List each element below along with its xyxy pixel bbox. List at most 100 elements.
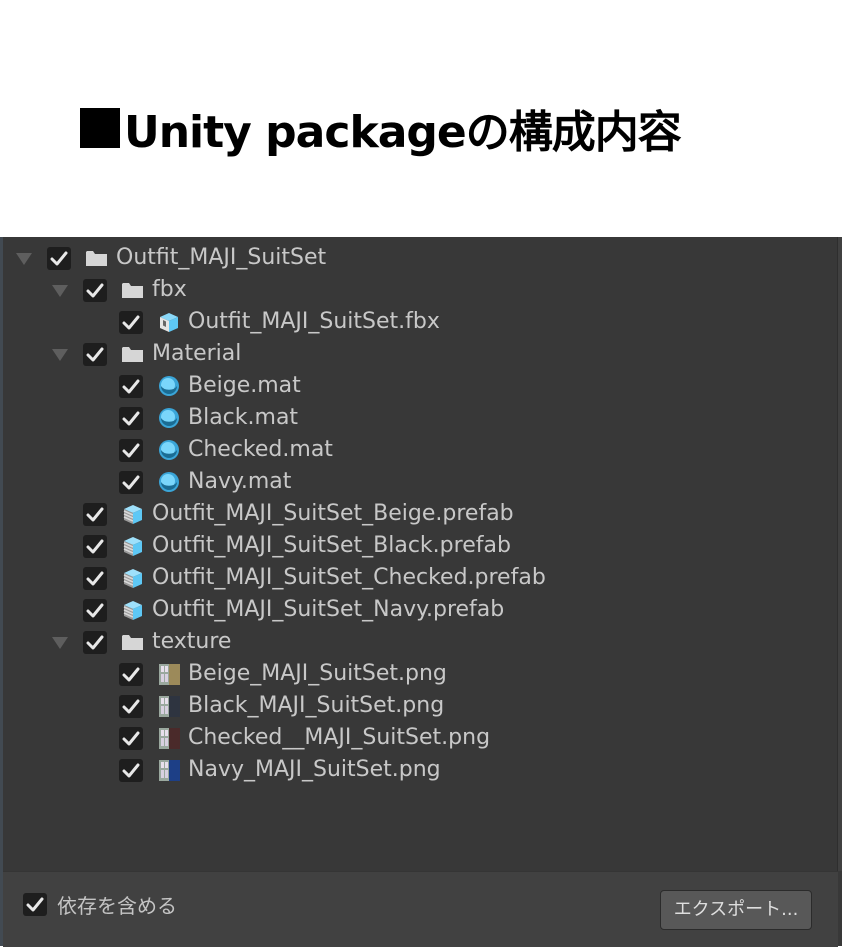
tree-row-label: Outfit_MAJI_SuitSet_Black.prefab bbox=[152, 533, 511, 558]
expand-arrow-icon[interactable] bbox=[52, 285, 68, 297]
tree-row-label: Checked__MAJI_SuitSet.png bbox=[188, 725, 491, 750]
include-checkbox[interactable] bbox=[47, 247, 71, 270]
checkmark-icon bbox=[122, 763, 140, 778]
tree-row-texture[interactable]: Black_MAJI_SuitSet.png bbox=[0, 690, 830, 722]
panel-footer: 依存を含める エクスポート... bbox=[3, 871, 838, 947]
tree-row-prefab[interactable]: Outfit_MAJI_SuitSet_Beige.prefab bbox=[0, 498, 830, 530]
texture-thumbnail-icon bbox=[156, 662, 182, 686]
tree-row-texture[interactable]: Beige_MAJI_SuitSet.png bbox=[0, 658, 830, 690]
panel-left-edge bbox=[0, 237, 3, 946]
checkmark-icon bbox=[26, 897, 44, 912]
tree-row-material[interactable]: Beige.mat bbox=[0, 370, 830, 402]
texture-thumbnail-icon bbox=[156, 758, 182, 782]
folder-icon bbox=[120, 278, 146, 302]
expand-arrow-icon[interactable] bbox=[52, 349, 68, 361]
checkmark-icon bbox=[86, 571, 104, 586]
tree-row-label: texture bbox=[152, 629, 232, 654]
export-button[interactable]: エクスポート... bbox=[660, 890, 812, 930]
tree-row-texture[interactable]: Navy_MAJI_SuitSet.png bbox=[0, 754, 830, 786]
tree-row-texture[interactable]: Checked__MAJI_SuitSet.png bbox=[0, 722, 830, 754]
tree-row-label: Outfit_MAJI_SuitSet bbox=[116, 245, 327, 270]
page-heading: Unity packageの構成内容 bbox=[80, 98, 682, 158]
material-icon bbox=[156, 374, 182, 398]
tree-row-label: Checked.mat bbox=[188, 437, 333, 462]
include-checkbox[interactable] bbox=[83, 631, 107, 654]
checkmark-icon bbox=[122, 475, 140, 490]
tree-row-label: Beige_MAJI_SuitSet.png bbox=[188, 661, 447, 686]
checkmark-icon bbox=[86, 507, 104, 522]
prefab-icon bbox=[120, 598, 146, 622]
include-checkbox[interactable] bbox=[119, 727, 143, 750]
checkmark-icon bbox=[122, 315, 140, 330]
include-checkbox[interactable] bbox=[119, 407, 143, 430]
tree-row-label: Beige.mat bbox=[188, 373, 301, 398]
tree-row-folder[interactable]: Outfit_MAJI_SuitSet bbox=[0, 242, 830, 274]
expand-arrow-icon[interactable] bbox=[16, 253, 32, 265]
checkmark-icon bbox=[122, 379, 140, 394]
texture-thumbnail-icon bbox=[156, 694, 182, 718]
tree-row-label: fbx bbox=[152, 277, 187, 302]
include-checkbox[interactable] bbox=[119, 471, 143, 494]
folder-icon bbox=[84, 246, 110, 270]
tree-row-label: Outfit_MAJI_SuitSet.fbx bbox=[188, 309, 440, 334]
texture-thumbnail-icon bbox=[156, 726, 182, 750]
expand-arrow-icon[interactable] bbox=[52, 637, 68, 649]
include-checkbox[interactable] bbox=[83, 599, 107, 622]
prefab-icon bbox=[120, 566, 146, 590]
tree-row-label: Black_MAJI_SuitSet.png bbox=[188, 693, 445, 718]
material-icon bbox=[156, 438, 182, 462]
include-checkbox[interactable] bbox=[83, 503, 107, 526]
checkmark-icon bbox=[122, 731, 140, 746]
include-dependencies-checkbox[interactable] bbox=[23, 893, 47, 916]
tree-row-label: Black.mat bbox=[188, 405, 299, 430]
include-checkbox[interactable] bbox=[119, 375, 143, 398]
tree-row-label: Navy_MAJI_SuitSet.png bbox=[188, 757, 441, 782]
folder-icon bbox=[120, 630, 146, 654]
tree-row-prefab[interactable]: Outfit_MAJI_SuitSet_Navy.prefab bbox=[0, 594, 830, 626]
heading-title: Unity packageの構成内容 bbox=[124, 107, 682, 158]
checkmark-icon bbox=[86, 539, 104, 554]
tree-row-prefab[interactable]: Outfit_MAJI_SuitSet_Black.prefab bbox=[0, 530, 830, 562]
folder-icon bbox=[120, 342, 146, 366]
include-dependencies-label: 依存を含める bbox=[57, 894, 177, 918]
tree-row-folder[interactable]: Material bbox=[0, 338, 830, 370]
square-bullet-icon bbox=[80, 108, 120, 148]
tree-row-model[interactable]: Outfit_MAJI_SuitSet.fbx bbox=[0, 306, 830, 338]
prefab-icon bbox=[120, 534, 146, 558]
tree-row-label: Outfit_MAJI_SuitSet_Navy.prefab bbox=[152, 597, 505, 622]
tree-row-label: Material bbox=[152, 341, 242, 366]
checkmark-icon bbox=[50, 251, 68, 266]
tree-row-material[interactable]: Black.mat bbox=[0, 402, 830, 434]
scrollbar-track[interactable] bbox=[837, 237, 842, 871]
tree-row-label: Outfit_MAJI_SuitSet_Beige.prefab bbox=[152, 501, 514, 526]
checkmark-icon bbox=[122, 667, 140, 682]
checkmark-icon bbox=[122, 443, 140, 458]
checkmark-icon bbox=[86, 603, 104, 618]
tree-row-material[interactable]: Checked.mat bbox=[0, 434, 830, 466]
material-icon bbox=[156, 470, 182, 494]
tree-row-prefab[interactable]: Outfit_MAJI_SuitSet_Checked.prefab bbox=[0, 562, 830, 594]
include-checkbox[interactable] bbox=[83, 343, 107, 366]
checkmark-icon bbox=[86, 283, 104, 298]
material-icon bbox=[156, 406, 182, 430]
tree-row-folder[interactable]: texture bbox=[0, 626, 830, 658]
checkmark-icon bbox=[122, 699, 140, 714]
include-checkbox[interactable] bbox=[119, 695, 143, 718]
prefab-icon bbox=[120, 502, 146, 526]
include-checkbox[interactable] bbox=[119, 663, 143, 686]
include-checkbox[interactable] bbox=[119, 759, 143, 782]
checkmark-icon bbox=[122, 411, 140, 426]
include-checkbox[interactable] bbox=[83, 535, 107, 558]
tree-row-label: Outfit_MAJI_SuitSet_Checked.prefab bbox=[152, 565, 546, 590]
include-checkbox[interactable] bbox=[83, 279, 107, 302]
include-checkbox[interactable] bbox=[119, 439, 143, 462]
include-checkbox[interactable] bbox=[119, 311, 143, 334]
model-icon bbox=[156, 310, 182, 334]
include-checkbox[interactable] bbox=[83, 567, 107, 590]
tree-row-material[interactable]: Navy.mat bbox=[0, 466, 830, 498]
tree-row-folder[interactable]: fbx bbox=[0, 274, 830, 306]
tree-row-label: Navy.mat bbox=[188, 469, 292, 494]
checkmark-icon bbox=[86, 635, 104, 650]
